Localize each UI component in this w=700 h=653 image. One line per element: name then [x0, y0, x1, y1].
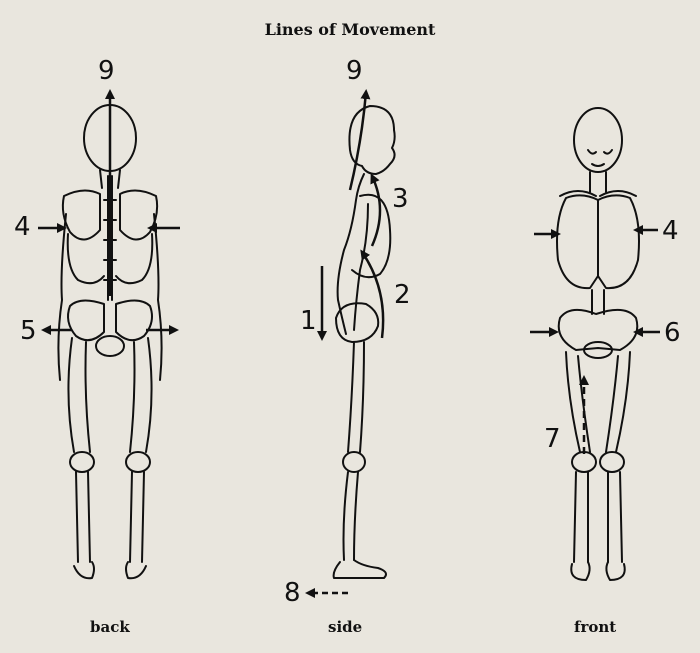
label-1-side: 1 [300, 306, 317, 336]
caption-front: front [574, 618, 617, 636]
front-skeleton [556, 107, 640, 581]
arrow-2-side [360, 249, 385, 339]
figure-title: Lines of Movement [264, 20, 436, 39]
caption-back: back [90, 618, 130, 636]
label-9-back: 9 [98, 56, 115, 86]
arrow-9-side [348, 89, 371, 191]
label-3-side: 3 [392, 184, 409, 214]
label-4-back: 4 [14, 212, 31, 242]
side-skeleton [332, 105, 396, 579]
caption-side: side [328, 618, 363, 636]
label-9-side: 9 [346, 56, 363, 86]
label-4-front: 4 [662, 216, 679, 246]
label-7-front: 7 [544, 424, 561, 454]
label-5-back: 5 [20, 316, 37, 346]
arrow-3-side [370, 173, 382, 247]
label-6-front: 6 [664, 318, 681, 348]
label-2-side: 2 [394, 280, 411, 310]
label-8-side: 8 [284, 578, 301, 608]
